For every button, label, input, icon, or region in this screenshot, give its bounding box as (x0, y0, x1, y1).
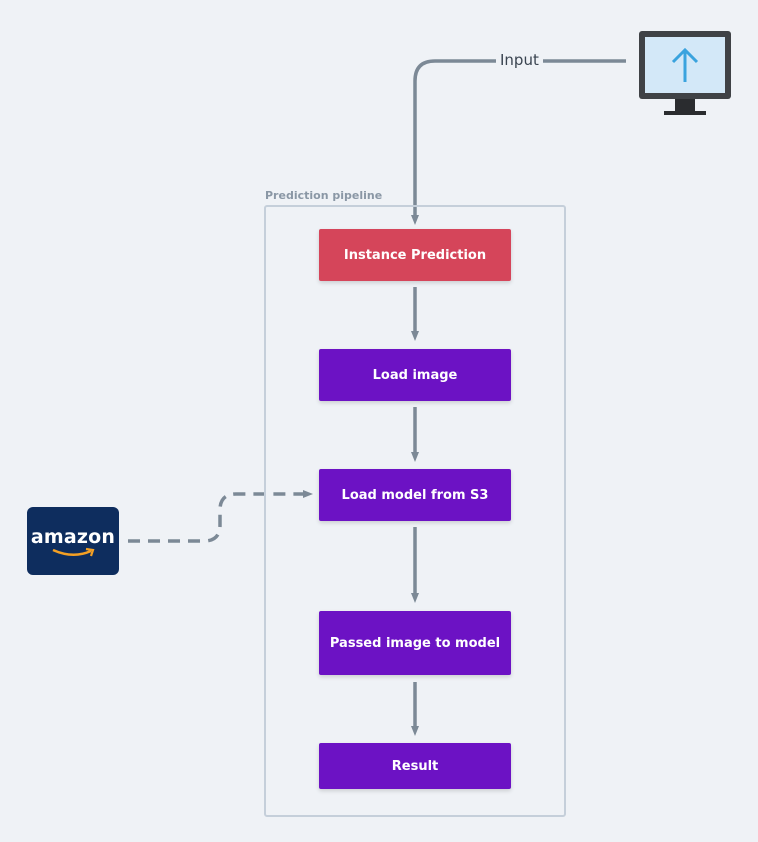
step-result[interactable]: Result (319, 743, 511, 789)
step-label: Result (391, 758, 439, 774)
amazon-logo-text: amazon (30, 526, 116, 548)
step-label: Passed image to model (329, 635, 501, 651)
upload-monitor-icon (638, 30, 732, 120)
group-label: Prediction pipeline (265, 189, 383, 202)
step-load-model[interactable]: Load model from S3 (319, 469, 511, 521)
amazon-smile-icon (52, 547, 95, 557)
step-load-image[interactable]: Load image (319, 349, 511, 401)
amazon-dashed-connector (128, 490, 313, 543)
input-connector (411, 59, 626, 225)
step-label: Instance Prediction (343, 247, 487, 263)
input-label: Input (496, 51, 543, 69)
step-label: Load model from S3 (341, 487, 489, 503)
amazon-logo: amazon (27, 507, 119, 575)
prediction-pipeline-group (264, 205, 566, 817)
step-instance-prediction[interactable]: Instance Prediction (319, 229, 511, 281)
step-label: Load image (372, 367, 458, 383)
step-pass-image-to-model[interactable]: Passed image to model (319, 611, 511, 675)
